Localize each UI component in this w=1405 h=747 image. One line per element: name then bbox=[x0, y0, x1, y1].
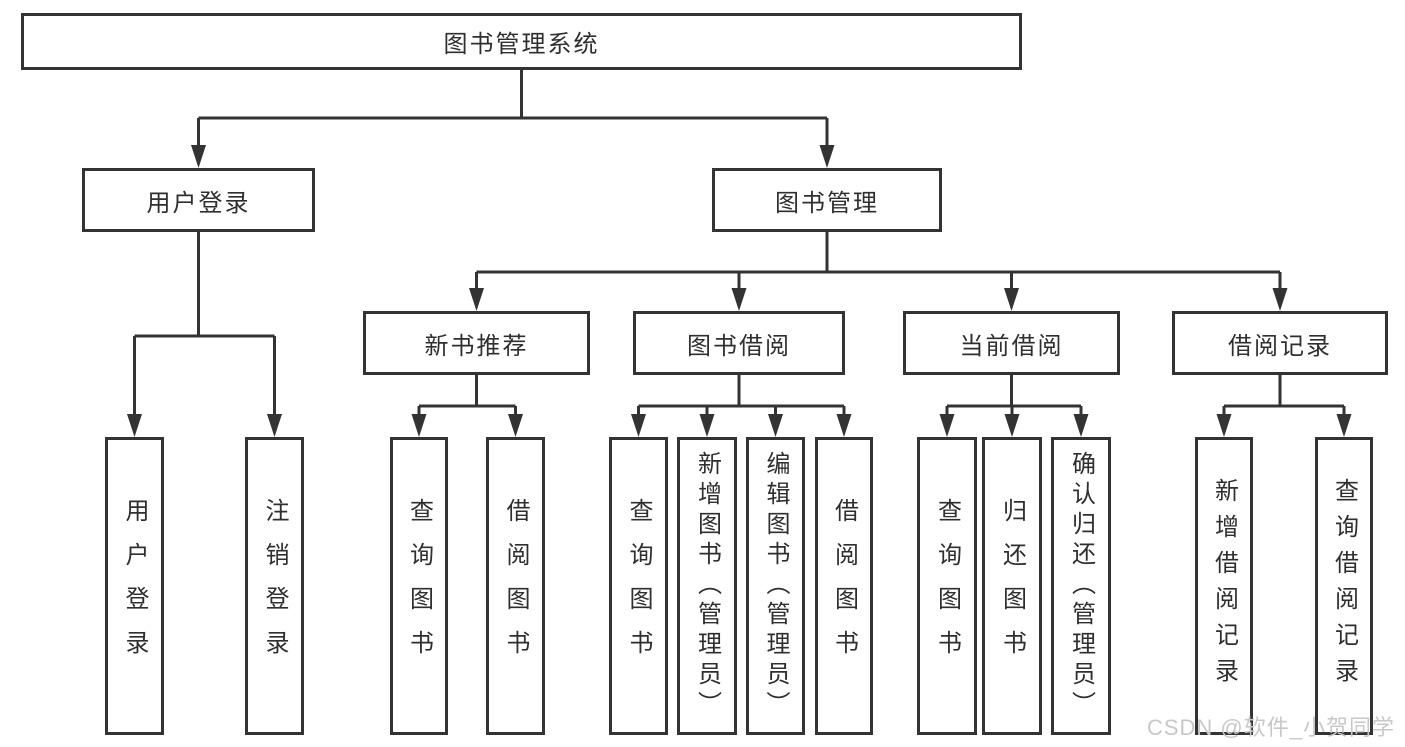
node-current-borrow-label: 当前借阅 bbox=[959, 332, 1064, 360]
leaf-user-login: 用户登录 bbox=[105, 437, 164, 735]
arrow-down-icon bbox=[1272, 288, 1288, 311]
arrow-down-icon bbox=[127, 414, 142, 437]
node-book-management: 图书管理 bbox=[712, 168, 942, 232]
node-user-login: 用户登录 bbox=[82, 168, 315, 232]
leaf-borrow-query-book: 查询图书 bbox=[609, 437, 668, 735]
leaf-current-query-book: 查询图书 bbox=[917, 437, 977, 735]
watermark: CSDN @软件_小贺同学 bbox=[1146, 715, 1395, 740]
node-root: 图书管理系统 bbox=[21, 13, 1022, 70]
leaf-confirm-return-admin: 确认归还（管理员） bbox=[1051, 437, 1111, 735]
leaf-confirm-return-admin-label: 确认归还（管理员） bbox=[1067, 451, 1095, 721]
connector-currentborrow-to-children bbox=[945, 375, 1083, 420]
node-borrow-records-label: 借阅记录 bbox=[1228, 332, 1332, 360]
leaf-borrow-borrow-book: 借阅图书 bbox=[815, 437, 873, 735]
leaf-borrow-borrow-book-label: 借阅图书 bbox=[830, 498, 858, 674]
arrow-down-icon bbox=[836, 414, 852, 437]
arrow-down-icon bbox=[1004, 414, 1020, 437]
connector-root-to-level2 bbox=[197, 70, 829, 150]
node-current-borrow: 当前借阅 bbox=[903, 311, 1120, 375]
node-user-login-label: 用户登录 bbox=[146, 189, 251, 217]
leaf-query-borrow-record: 查询借阅记录 bbox=[1315, 437, 1373, 735]
arrow-down-icon bbox=[1073, 414, 1089, 437]
arrow-down-icon bbox=[699, 414, 715, 437]
leaf-current-query-book-label: 查询图书 bbox=[933, 498, 961, 674]
leaf-return-book-label: 归还图书 bbox=[998, 498, 1026, 674]
arrow-down-icon bbox=[191, 145, 206, 168]
leaf-return-book: 归还图书 bbox=[982, 437, 1042, 735]
leaf-newrec-borrow-book-label: 借阅图书 bbox=[502, 498, 529, 674]
arrow-down-icon bbox=[411, 414, 427, 437]
arrow-down-icon bbox=[819, 145, 835, 168]
arrow-down-icon bbox=[939, 414, 955, 437]
leaf-newrec-borrow-book: 借阅图书 bbox=[486, 437, 545, 735]
node-book-management-label: 图书管理 bbox=[775, 189, 879, 217]
node-book-borrow-label: 图书借阅 bbox=[687, 332, 791, 360]
arrow-down-icon bbox=[508, 414, 523, 437]
leaf-newrec-query-book-label: 查询图书 bbox=[405, 498, 433, 674]
node-new-book-recommend: 新书推荐 bbox=[363, 311, 590, 375]
leaf-user-login-label: 用户登录 bbox=[121, 498, 148, 674]
connector-userlogin-to-children bbox=[133, 232, 276, 420]
leaf-borrow-query-book-label: 查询图书 bbox=[625, 498, 652, 674]
arrow-down-icon bbox=[1216, 414, 1232, 437]
node-root-label: 图书管理系统 bbox=[443, 31, 600, 58]
arrow-down-icon bbox=[267, 414, 282, 437]
leaf-add-book-admin-label: 新增图书（管理员） bbox=[693, 451, 721, 721]
arrow-down-icon bbox=[1004, 288, 1019, 311]
leaf-edit-book-admin: 编辑图书（管理员） bbox=[746, 437, 805, 735]
connector-newbookrec-to-children bbox=[417, 375, 517, 420]
leaf-add-borrow-record-label: 新增借阅记录 bbox=[1210, 478, 1238, 694]
connector-bookborrow-to-children bbox=[637, 375, 846, 420]
arrow-down-icon bbox=[768, 414, 783, 437]
arrowheads bbox=[127, 145, 1352, 437]
leaf-add-borrow-record: 新增借阅记录 bbox=[1195, 437, 1253, 735]
arrow-down-icon bbox=[731, 288, 747, 311]
connector-borrowrecords-to-children bbox=[1222, 375, 1346, 420]
arrow-down-icon bbox=[631, 414, 646, 437]
leaf-newrec-query-book: 查询图书 bbox=[390, 437, 448, 735]
arrow-down-icon bbox=[1336, 414, 1352, 437]
connector-bookmgmt-to-level3 bbox=[475, 232, 1282, 294]
leaf-add-book-admin: 新增图书（管理员） bbox=[677, 437, 737, 735]
node-book-borrow: 图书借阅 bbox=[633, 311, 845, 375]
node-borrow-records: 借阅记录 bbox=[1172, 311, 1388, 375]
leaf-edit-book-admin-label: 编辑图书（管理员） bbox=[762, 451, 789, 721]
arrow-down-icon bbox=[469, 288, 484, 311]
leaf-query-borrow-record-label: 查询借阅记录 bbox=[1330, 478, 1358, 694]
leaf-logout: 注销登录 bbox=[245, 437, 304, 735]
node-new-book-recommend-label: 新书推荐 bbox=[424, 332, 529, 360]
leaf-logout-label: 注销登录 bbox=[261, 498, 288, 674]
